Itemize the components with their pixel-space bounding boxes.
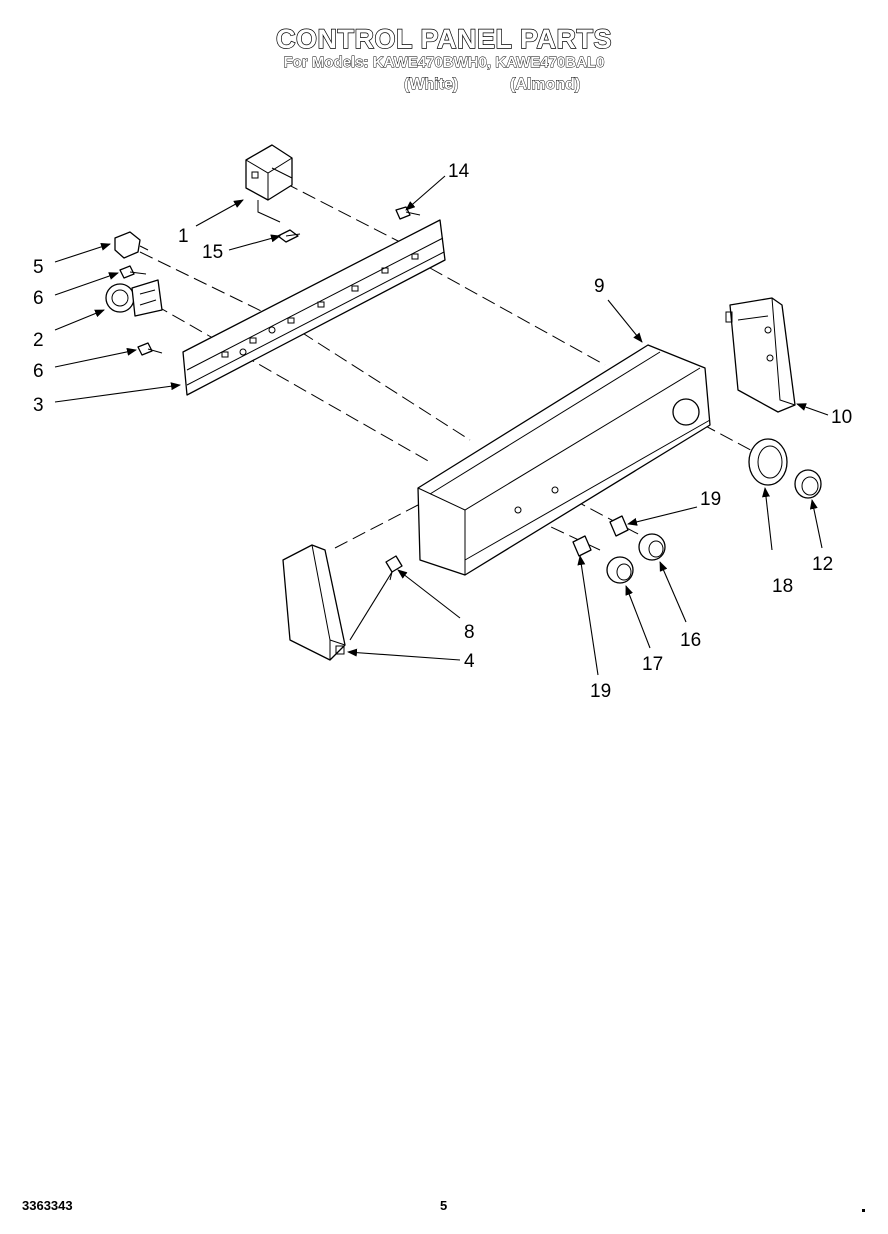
- callout-9: 9: [594, 276, 605, 297]
- part-9-console: [417, 344, 711, 576]
- callout-4: 4: [464, 651, 475, 672]
- models-subtitle: For Models: KAWE470BWH0, KAWE470BAL0: [283, 54, 605, 72]
- page-title: CONTROL PANEL PARTS: [275, 23, 613, 54]
- part-15-screw: [277, 229, 301, 243]
- part-17-knob: [606, 556, 634, 584]
- part-19-insert-upper: [609, 515, 629, 537]
- part-12-knob: [794, 469, 822, 499]
- callout-12: 12: [812, 554, 833, 575]
- part-1-module: [245, 144, 293, 223]
- callout-8: 8: [464, 622, 475, 643]
- callout-labels: 1 15 14 5 6 2 6 3 9 10 19 18 12 16 17 19…: [33, 161, 852, 702]
- callout-3: 3: [33, 395, 44, 416]
- leader-lines: [54, 175, 829, 676]
- document-number: 3363343: [22, 1198, 73, 1213]
- part-10-end-cap: [725, 297, 796, 413]
- part-3-bracket: [182, 219, 446, 396]
- callout-6-lower: 6: [33, 361, 44, 382]
- callout-15: 15: [202, 242, 223, 263]
- callout-10: 10: [831, 407, 852, 428]
- callout-14: 14: [448, 161, 470, 182]
- page-number: 5: [440, 1198, 448, 1213]
- callout-2: 2: [33, 330, 44, 351]
- callout-6-upper: 6: [33, 288, 44, 309]
- part-16-knob: [638, 533, 666, 561]
- callout-19-upper: 19: [700, 489, 721, 510]
- variant-almond-label: (Almond): [510, 76, 581, 94]
- callout-19-lower: 19: [590, 681, 611, 702]
- part-5-switch: [114, 231, 149, 259]
- part-4-end-cap: [282, 544, 346, 661]
- part-6-screw-upper: [119, 265, 147, 279]
- callout-5: 5: [33, 257, 44, 278]
- part-2-pressure-switch: [105, 279, 163, 317]
- callout-1: 1: [178, 226, 189, 247]
- part-6-screw-lower: [137, 342, 163, 356]
- callout-17: 17: [642, 654, 663, 675]
- part-19-insert-lower: [572, 535, 592, 557]
- corner-mark: [862, 1209, 865, 1212]
- part-8-screw: [385, 555, 403, 581]
- callout-16: 16: [680, 630, 701, 651]
- callout-18: 18: [772, 576, 793, 597]
- part-18-ring: [748, 438, 788, 486]
- variant-white-label: (White): [404, 76, 459, 94]
